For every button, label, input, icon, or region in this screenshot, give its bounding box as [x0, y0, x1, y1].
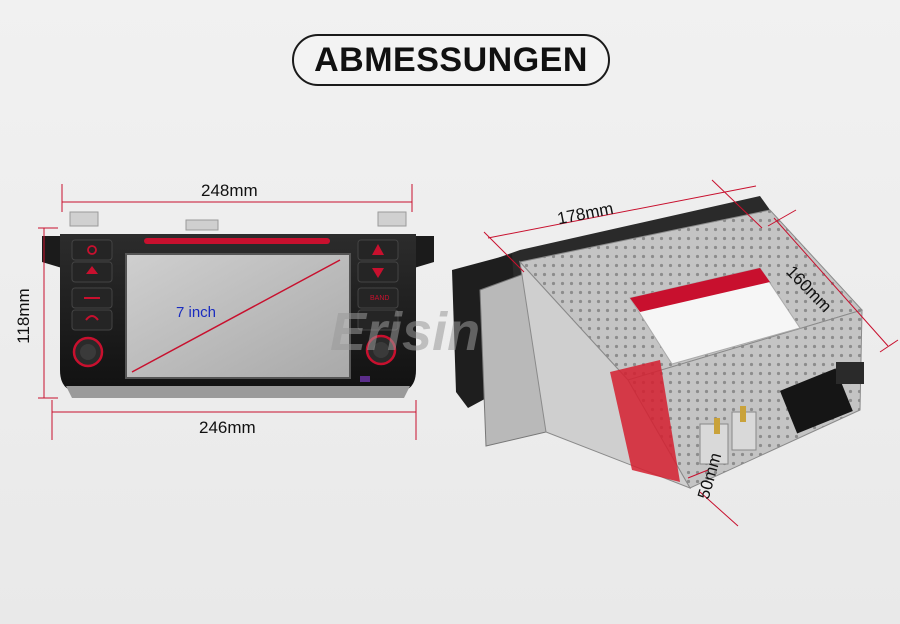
page-title: ABMESSUNGEN [314, 40, 588, 79]
brand-watermark: Erisin [330, 302, 480, 362]
front-panel-unit [42, 211, 434, 398]
top-width-label: 248mm [201, 181, 258, 200]
height-label: 118mm [14, 288, 33, 344]
rear-chassis-unit [452, 196, 864, 489]
front-dimension-lines [38, 184, 417, 440]
screen-size-label: 7 inch [176, 304, 217, 321]
front-button-icons: BAND [84, 244, 389, 321]
band-button-label: BAND [370, 295, 389, 302]
title-badge: ABMESSUNGEN [292, 34, 610, 86]
bottom-width-label: 246mm [199, 418, 256, 437]
rear-dimension-lines [483, 179, 899, 527]
screen-diagonal-line [131, 259, 341, 373]
